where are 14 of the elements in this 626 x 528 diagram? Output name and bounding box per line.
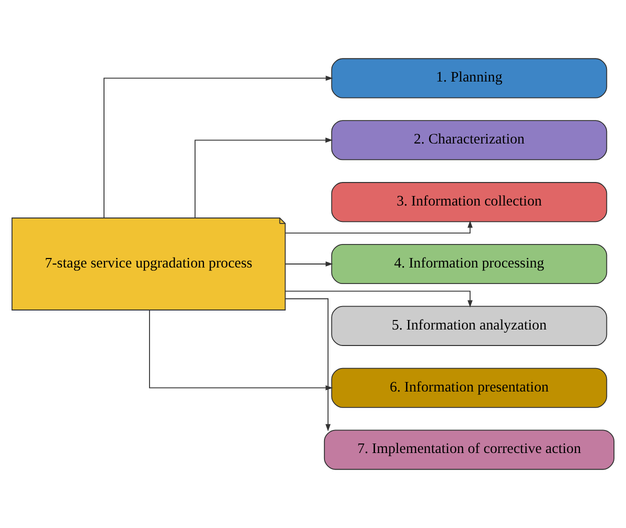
node-box: 7. Implementation of corrective action: [324, 430, 614, 470]
node-box: 1. Planning: [331, 58, 608, 98]
arrow: [104, 76, 334, 218]
node-box: 3. Information collection: [331, 182, 608, 222]
arrow: [284, 220, 473, 234]
arrow: [149, 310, 333, 390]
arrow: [284, 261, 333, 267]
node-box: 5. Information analyzation: [331, 306, 608, 346]
arrow: [284, 290, 473, 308]
node-box: 2. Characterization: [331, 120, 608, 160]
arrow: [284, 298, 331, 432]
node-box: 4. Information processing: [331, 244, 608, 284]
arrow: [194, 138, 333, 218]
node-box: 6. Information presentation: [331, 368, 608, 408]
